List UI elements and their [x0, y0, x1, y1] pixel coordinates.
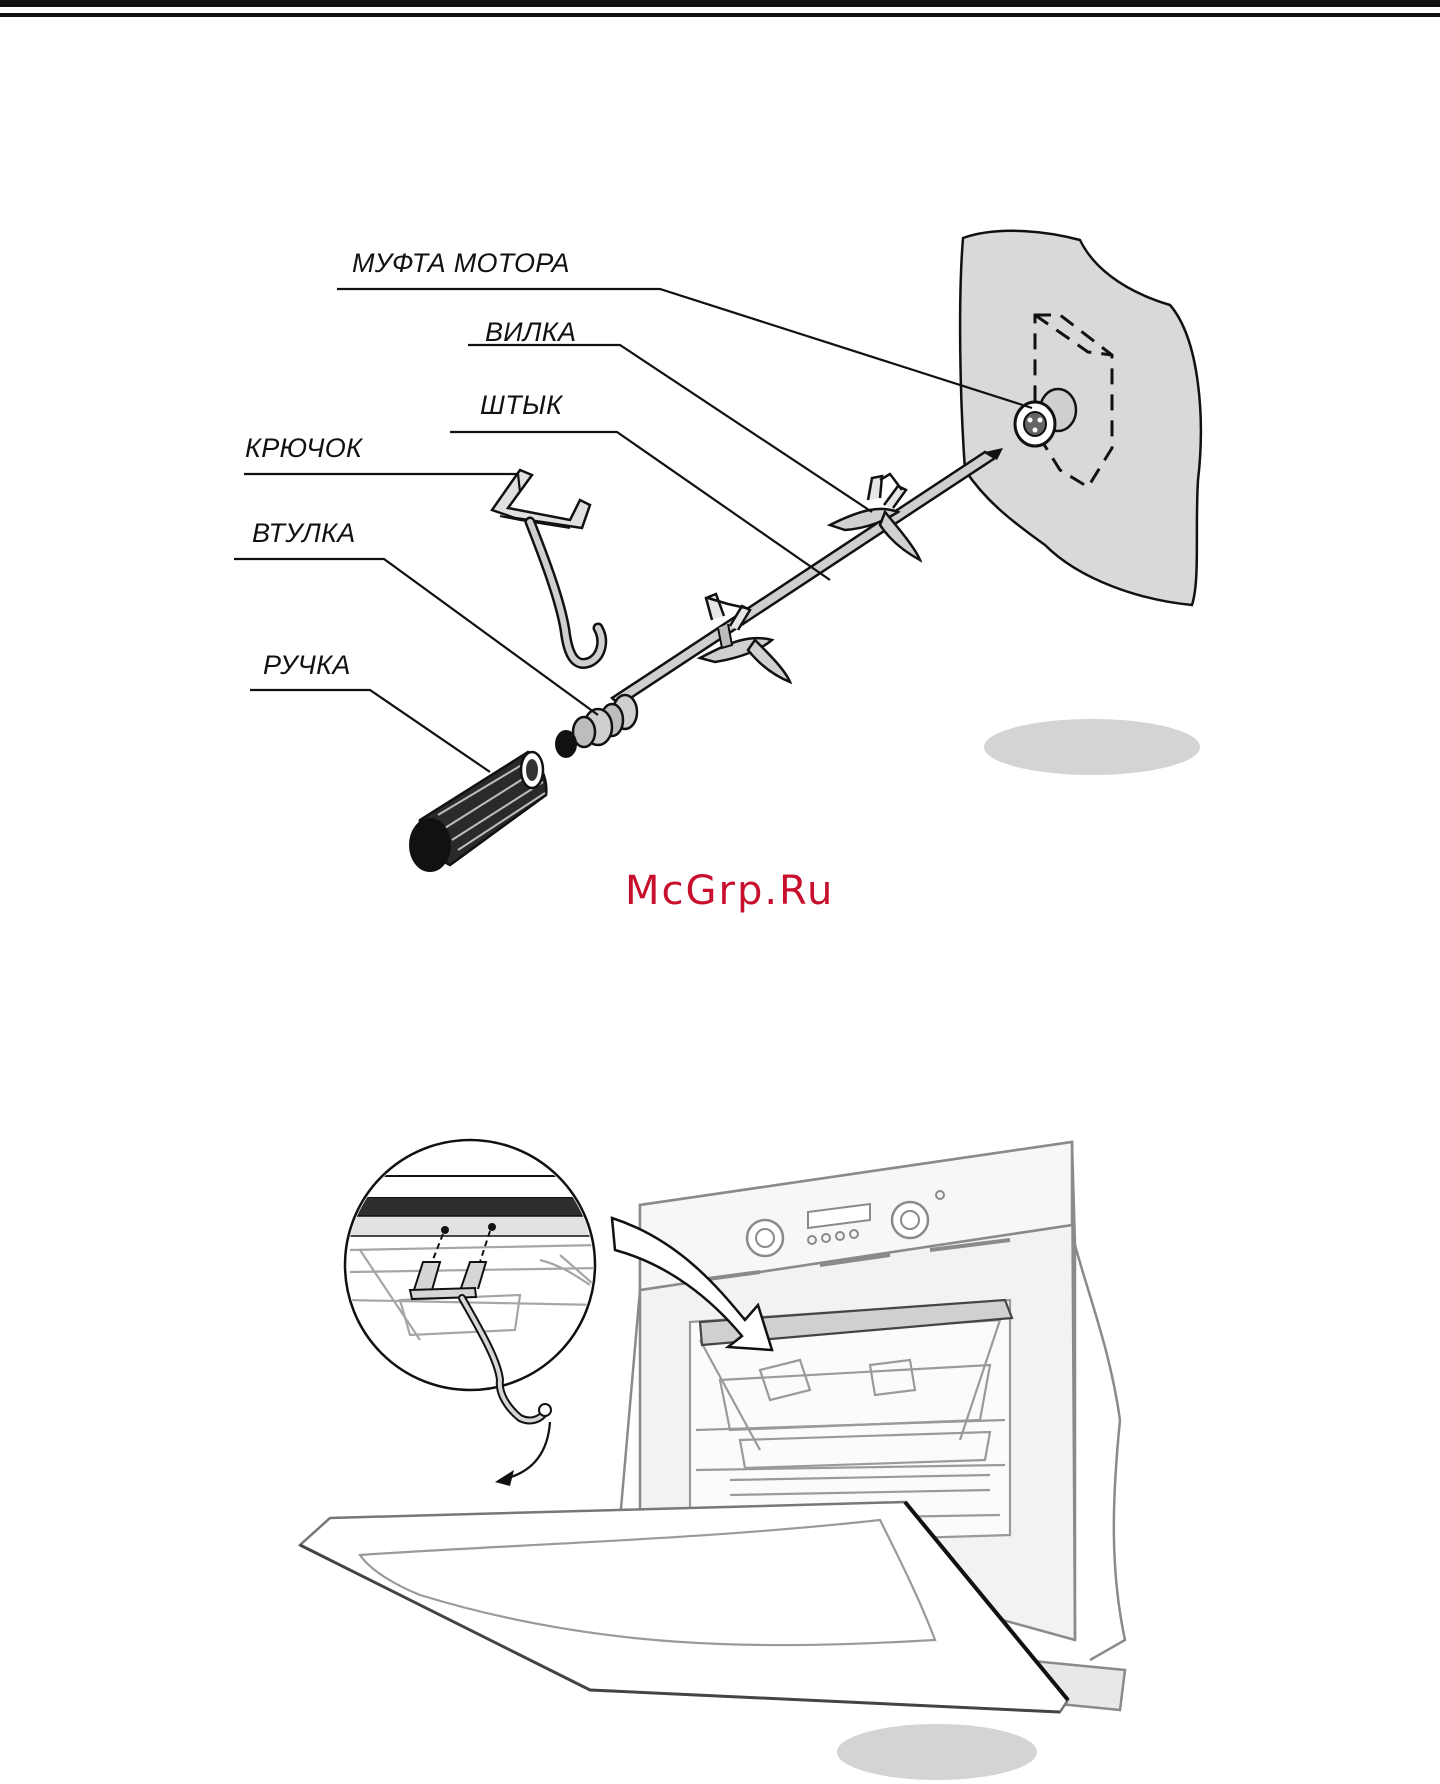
watermark-text: McGrp.Ru: [625, 868, 834, 914]
label-fork: ВИЛКА: [485, 317, 576, 348]
spit-rod: [612, 448, 1003, 705]
magnifier-callout: [330, 1140, 620, 1420]
label-bushing: ВТУЛКА: [252, 518, 356, 549]
label-spit: ШТЫК: [480, 390, 562, 421]
hook: [492, 470, 602, 663]
figure-number-badge-1: [984, 719, 1200, 775]
handle: [410, 752, 546, 871]
label-motor-coupling: МУФТА МОТОРА: [352, 248, 570, 279]
left-knob: [747, 1220, 783, 1256]
bushing: [556, 695, 637, 757]
label-handle: РУЧКА: [263, 650, 351, 681]
label-hook: КРЮЧОК: [245, 433, 362, 464]
figure-number-badge-2: [837, 1724, 1037, 1780]
rotation-arrow: [495, 1422, 550, 1486]
header-rule: [0, 0, 1440, 17]
right-knob: [892, 1202, 928, 1238]
oven-wall: [960, 231, 1201, 605]
